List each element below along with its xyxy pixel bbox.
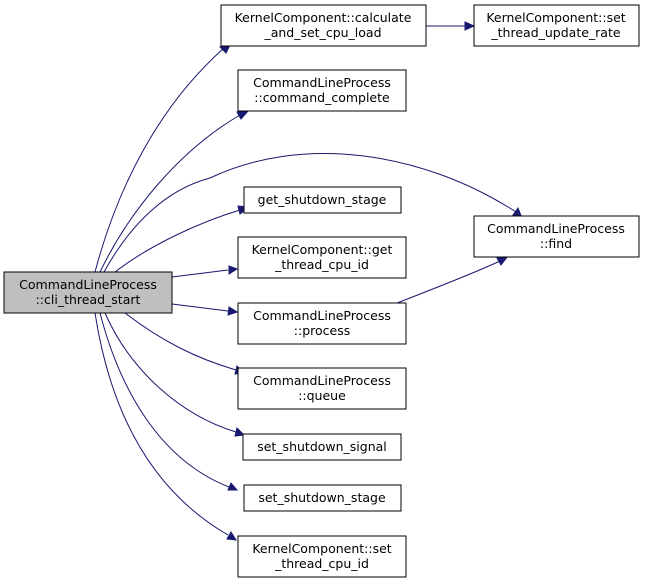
node-set_thread_cpu_id[interactable]: KernelComponent::set _thread_cpu_id	[237, 535, 407, 578]
node-label-line: ::command_complete	[254, 90, 390, 105]
edge-cli_thread_start-to-process	[171, 303, 239, 316]
node-label-line: ::queue	[298, 388, 346, 403]
node-set_thread_update_rate[interactable]: KernelComponent::set _thread_update_rate	[473, 4, 640, 47]
node-label-line: set_shutdown_signal	[257, 439, 387, 454]
node-calculate_and_set_cpu_load[interactable]: KernelComponent::calculate _and_set_cpu_…	[220, 4, 427, 47]
node-set_shutdown_signal[interactable]: set_shutdown_signal	[242, 433, 402, 461]
node-label-line: set_shutdown_stage	[258, 490, 386, 505]
node-label-line: CommandLineProcess	[253, 308, 391, 323]
edge-cli_thread_start-to-get_thread_cpu_id	[171, 265, 239, 278]
node-label-line: _and_set_cpu_load	[263, 25, 381, 40]
edge-cli_thread_start-to-calculate_and_set_cpu_load	[94, 42, 233, 273]
node-get_shutdown_stage[interactable]: get_shutdown_stage	[243, 186, 402, 214]
edge-cli_thread_start-to-set_thread_cpu_id	[94, 312, 237, 541]
edge-cli_thread_start-to-set_shutdown_stage	[99, 312, 239, 491]
node-label-line: CommandLineProcess	[253, 373, 391, 388]
node-label-line: KernelComponent::get	[252, 242, 393, 257]
edge-calculate_and_set_cpu_load-to-set_thread_update_rate	[426, 21, 476, 31]
node-label-line: KernelComponent::set	[252, 541, 391, 556]
node-cli_thread_start[interactable]: CommandLineProcess ::cli_thread_start	[3, 271, 173, 314]
node-label-line: KernelComponent::set	[486, 10, 625, 25]
node-label-line: CommandLineProcess	[19, 277, 157, 292]
node-label-line: CommandLineProcess	[487, 221, 625, 236]
node-get_thread_cpu_id[interactable]: KernelComponent::get _thread_cpu_id	[237, 236, 407, 279]
node-label-line: _thread_cpu_id	[274, 257, 369, 272]
edge-cli_thread_start-to-get_shutdown_stage	[114, 205, 251, 273]
node-label-line: _thread_update_rate	[490, 25, 620, 40]
node-find[interactable]: CommandLineProcess ::find	[473, 215, 640, 258]
node-label-line: ::process	[294, 323, 350, 338]
edge-process-to-find	[391, 255, 510, 306]
node-label-line: _thread_cpu_id	[274, 556, 369, 571]
nodes: CommandLineProcess ::cli_thread_start Ke…	[3, 4, 640, 578]
node-label-line: get_shutdown_stage	[258, 192, 387, 207]
node-command_complete[interactable]: CommandLineProcess ::command_complete	[237, 69, 407, 112]
node-queue[interactable]: CommandLineProcess ::queue	[237, 367, 407, 410]
node-label-line: ::cli_thread_start	[36, 292, 141, 307]
edge-cli_thread_start-to-queue	[124, 312, 246, 375]
node-process[interactable]: CommandLineProcess ::process	[237, 302, 407, 345]
edge-cli_thread_start-to-set_shutdown_signal	[104, 312, 246, 437]
node-label-line: ::find	[540, 236, 572, 251]
node-label-line: CommandLineProcess	[253, 75, 391, 90]
node-label-line: KernelComponent::calculate	[235, 10, 412, 25]
edge-cli_thread_start-to-command_complete	[99, 110, 250, 273]
node-set_shutdown_stage[interactable]: set_shutdown_stage	[243, 484, 402, 512]
